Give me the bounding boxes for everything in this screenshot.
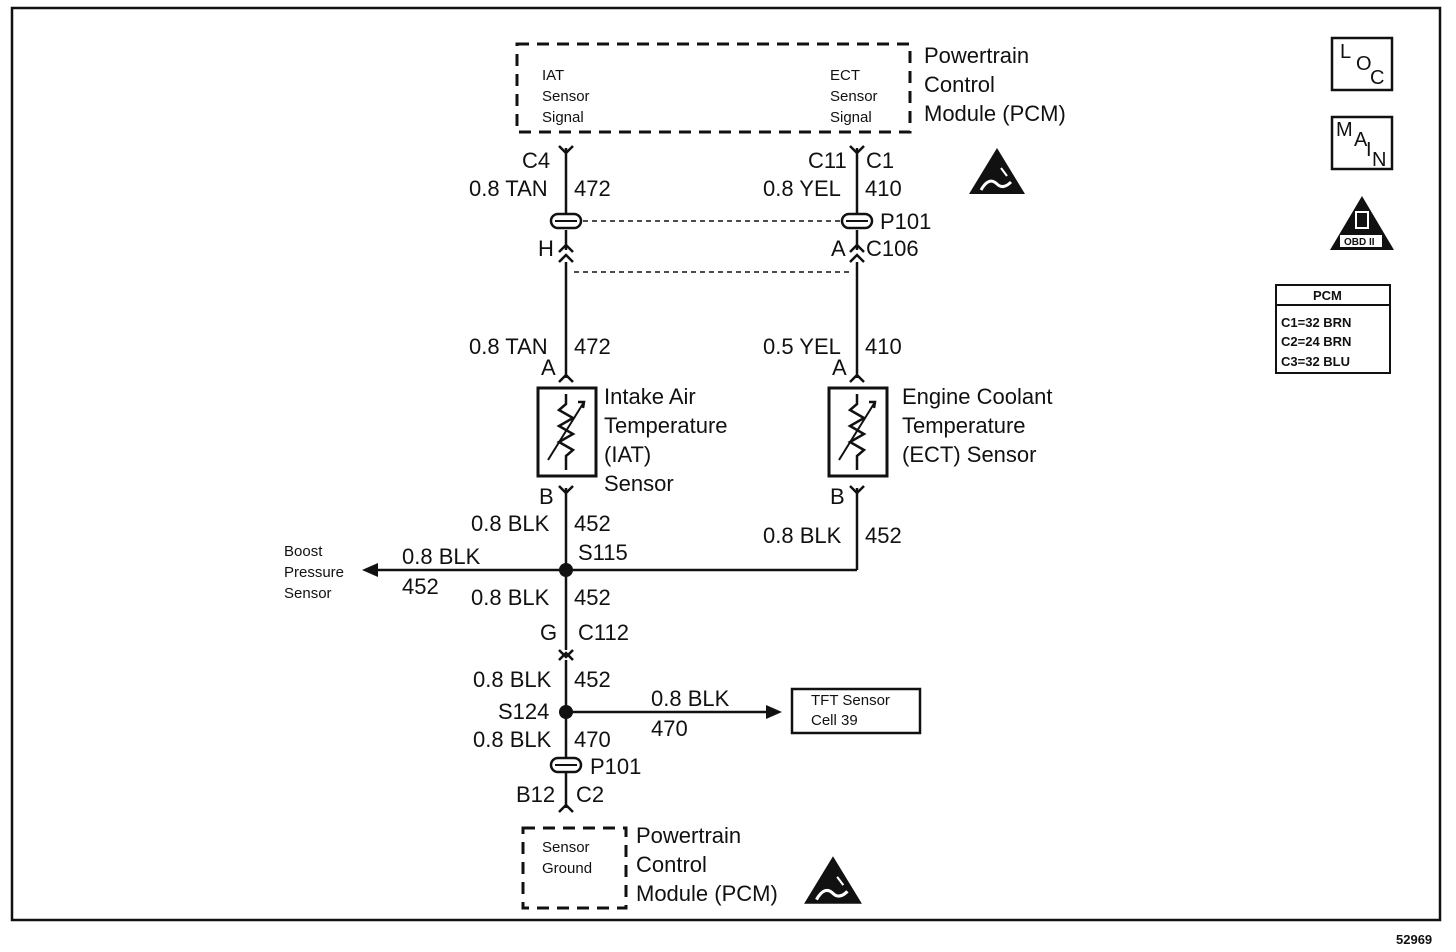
pcm-top-title-2: Control [924, 72, 995, 97]
boost-wire-color: 0.8 BLK [402, 544, 481, 569]
svg-text:C: C [1370, 67, 1384, 89]
wire-color-c112: 0.8 BLK [473, 667, 552, 692]
tft-wire-color: 0.8 BLK [651, 686, 730, 711]
ect-sensor-label-2: Temperature [902, 413, 1026, 438]
pin-c11: C11 [808, 148, 847, 173]
main-icon: M A I N [1330, 115, 1394, 171]
ect-sensor-label-1: Engine Coolant [902, 384, 1052, 409]
pcm-connector-table: PCM C1=32 BRN C2=24 BRN C3=32 BLU [1275, 284, 1391, 374]
svg-text:L: L [1340, 41, 1351, 63]
table-row: C3=32 BLU [1281, 354, 1350, 369]
pin-b-left: B [539, 484, 554, 509]
svg-text:O: O [1356, 53, 1372, 75]
connector-c112: C112 [578, 620, 629, 645]
sensor-ground-line-1: Sensor [542, 839, 590, 856]
ect-sensor-label-3: (ECT) Sensor [902, 442, 1036, 467]
svg-text:A: A [1354, 129, 1368, 151]
boost-label-1: Boost [284, 543, 323, 560]
circuit-number-left-top: 472 [574, 176, 611, 201]
pcm-bottom-module: Sensor Ground Powertrain Control Module … [521, 823, 778, 910]
ect-signal-line-1: ECT [830, 67, 860, 84]
loc-icon: L O C [1330, 36, 1394, 92]
pin-a-left: A [541, 355, 556, 380]
splice-s115-label: S115 [578, 540, 628, 565]
pin-h: H [538, 236, 554, 261]
connector-c1: C1 [866, 148, 894, 173]
pcm-bottom-title-2: Control [636, 852, 707, 877]
circuit-number-470: 470 [574, 727, 611, 752]
diagram-frame [10, 6, 1442, 922]
connector-c106: C106 [866, 236, 919, 261]
tft-circuit-number: 470 [651, 716, 688, 741]
circuit-number-right-mid: 410 [865, 334, 902, 359]
tft-arrow-icon [766, 705, 782, 719]
p101-left-connector [549, 212, 583, 230]
boost-circuit-number: 452 [402, 574, 439, 599]
circuit-number-left-mid: 472 [574, 334, 611, 359]
iat-sensor-label-1: Intake Air [604, 384, 696, 409]
table-row: C1=32 BRN [1281, 315, 1351, 330]
ect-sensor-symbol [827, 386, 889, 478]
pin-b-right: B [830, 484, 845, 509]
p101-bottom-label: P101 [590, 754, 641, 779]
iat-sensor-label-3: (IAT) [604, 442, 651, 467]
p101-bottom-connector [549, 756, 583, 774]
circuit-number-left-below: 452 [574, 511, 611, 536]
svg-text:M: M [1336, 119, 1353, 141]
circuit-number-after-splice: 452 [574, 585, 611, 610]
iat-sensor-label-4: Sensor [604, 471, 674, 496]
p101-right-label: P101 [880, 209, 931, 234]
wire-color-right-top: 0.8 YEL [763, 176, 841, 201]
circuit-number-right-top: 410 [865, 176, 902, 201]
wire-color-left-below: 0.8 BLK [471, 511, 550, 536]
obd-ii-icon: OBD II [1330, 196, 1394, 250]
pcm-bottom-title-1: Powertrain [636, 823, 741, 848]
pcm-top-title-3: Module (PCM) [924, 101, 1066, 126]
svg-text:N: N [1372, 149, 1386, 171]
left-circuit-wires [558, 145, 574, 813]
pin-a-right-top: A [831, 236, 846, 261]
pin-g: G [540, 620, 557, 645]
wire-color-after-splice: 0.8 BLK [471, 585, 550, 610]
wire-color-470: 0.8 BLK [473, 727, 552, 752]
pin-b12: B12 [516, 782, 555, 807]
table-row: C2=24 BRN [1281, 334, 1351, 349]
right-circuit-wires [566, 145, 865, 572]
sensor-ground-line-2: Ground [542, 860, 592, 877]
wire-color-left-top: 0.8 TAN [469, 176, 548, 201]
svg-text:OBD II: OBD II [1344, 237, 1375, 248]
iat-signal-line-2: Sensor [542, 88, 590, 105]
pin-c4: C4 [522, 148, 550, 173]
boost-label-2: Pressure [284, 564, 344, 581]
circuit-number-c112: 452 [574, 667, 611, 692]
pcm-top-title-1: Powertrain [924, 43, 1029, 68]
esd-warning-icon [967, 146, 1027, 196]
tft-label-2: Cell 39 [811, 712, 858, 729]
table-header: PCM [1313, 288, 1342, 303]
esd-warning-icon [802, 854, 864, 906]
circuit-number-right-below: 452 [865, 523, 902, 548]
pcm-top-module: IAT Sensor Signal ECT Sensor Signal Powe… [515, 42, 1066, 134]
wire-color-right-mid: 0.5 YEL [763, 334, 841, 359]
boost-arrow-icon [362, 563, 378, 577]
pin-a-right: A [832, 355, 847, 380]
wire-color-left-mid: 0.8 TAN [469, 334, 548, 359]
tft-label-1: TFT Sensor [811, 692, 890, 709]
iat-sensor-symbol [536, 386, 598, 478]
iat-sensor-label-2: Temperature [604, 413, 728, 438]
iat-signal-line-3: Signal [542, 109, 584, 126]
pcm-bottom-title-3: Module (PCM) [636, 881, 778, 906]
boost-label-3: Sensor [284, 585, 332, 602]
ect-signal-line-2: Sensor [830, 88, 878, 105]
p101-right-connector [840, 212, 874, 230]
ect-signal-line-3: Signal [830, 109, 872, 126]
svg-text:I: I [1366, 139, 1372, 161]
tft-sensor-box [790, 687, 922, 735]
connector-c2: C2 [576, 782, 604, 807]
figure-number: 52969 [1396, 932, 1432, 947]
wire-color-right-below: 0.8 BLK [763, 523, 842, 548]
splice-s124-label: S124 [498, 699, 549, 724]
iat-signal-line-1: IAT [542, 67, 564, 84]
